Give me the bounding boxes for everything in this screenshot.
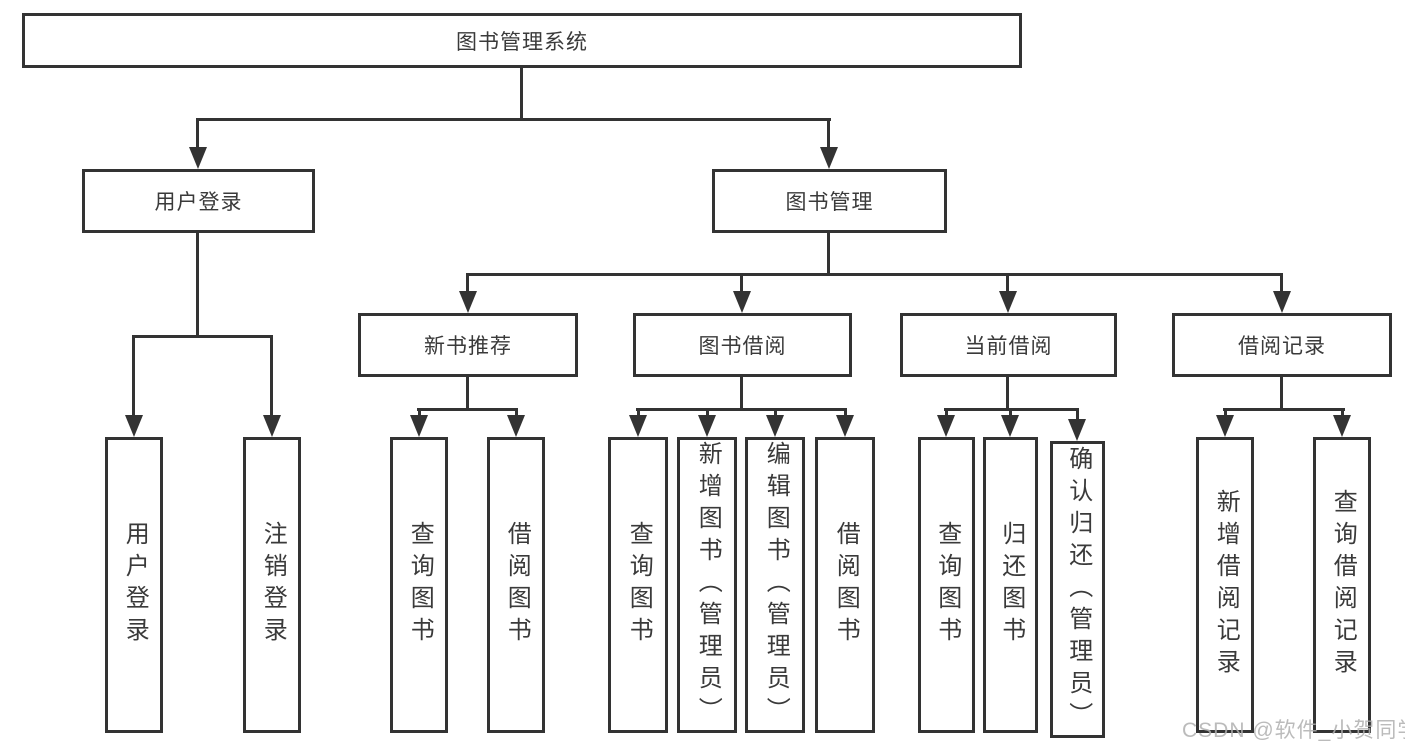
connector-stem <box>740 377 743 411</box>
connector-user-login-branch <box>132 335 273 338</box>
leaf-borrow-book-label: 借阅图书 <box>832 521 860 649</box>
arrow-down-icon <box>999 291 1017 313</box>
connector-arrow-stem <box>637 408 640 418</box>
arrow-down-icon <box>1068 419 1086 441</box>
leaf-newbook-borrow-label: 借阅图书 <box>503 521 531 649</box>
leaf-borrow-edit-admin-label: 编辑图书（管理员） <box>762 441 790 729</box>
arrow-down-icon <box>1001 415 1019 437</box>
connector-arrow-stem <box>844 408 847 418</box>
leaf-current-query-label: 查询图书 <box>933 521 961 649</box>
node-current-borrow-label: 当前借阅 <box>964 335 1053 358</box>
arrow-down-icon <box>820 147 838 169</box>
leaf-current-confirm-admin-label: 确认归还（管理员） <box>1064 445 1092 734</box>
arrow-down-icon <box>459 291 477 313</box>
connector-stem <box>1006 377 1009 411</box>
arrow-down-icon <box>1333 415 1351 437</box>
node-current-borrow: 当前借阅 <box>900 313 1117 377</box>
connector-arrow-stem <box>1076 408 1079 422</box>
node-book-borrow-label: 图书借阅 <box>698 335 787 358</box>
connector-arrow-stem <box>1009 408 1012 418</box>
connector-arrow-stem <box>466 273 469 295</box>
arrow-down-icon <box>263 415 281 437</box>
connector-arrow-stem <box>1006 273 1009 295</box>
leaf-borrow-edit-admin: 编辑图书（管理员） <box>745 437 805 733</box>
node-user-login-label: 用户登录 <box>154 191 243 214</box>
connector-branch <box>1223 408 1345 411</box>
arrow-down-icon <box>937 415 955 437</box>
arrow-down-icon <box>733 291 751 313</box>
connector-arrow-stem <box>196 118 199 150</box>
leaf-current-query: 查询图书 <box>918 437 975 733</box>
connector-arrow-stem <box>1341 408 1344 418</box>
connector-arrow-stem <box>740 273 743 295</box>
arrow-down-icon <box>410 415 428 437</box>
leaf-user-login: 用户登录 <box>105 437 163 733</box>
node-borrow-record-label: 借阅记录 <box>1238 335 1326 358</box>
leaf-logout: 注销登录 <box>243 437 301 733</box>
leaf-borrow-book: 借阅图书 <box>815 437 875 733</box>
connector-user-login-stem <box>196 233 199 338</box>
connector-arrow-stem <box>827 118 830 150</box>
node-book-borrow: 图书借阅 <box>633 313 852 377</box>
leaf-borrow-add-admin-label: 新增图书（管理员） <box>694 441 722 729</box>
connector-level3-branch <box>466 273 1283 276</box>
arrow-down-icon <box>1216 415 1234 437</box>
arrow-down-icon <box>698 415 716 437</box>
connector-stem <box>466 377 469 411</box>
leaf-user-login-label: 用户登录 <box>121 521 149 649</box>
connector-arrow-stem <box>774 408 777 418</box>
connector-arrow-stem <box>132 335 135 418</box>
leaf-newbook-borrow: 借阅图书 <box>487 437 545 733</box>
node-new-book-recommend-label: 新书推荐 <box>424 335 512 358</box>
leaf-current-return-label: 归还图书 <box>997 521 1025 649</box>
node-user-login: 用户登录 <box>82 169 315 233</box>
leaf-record-query: 查询借阅记录 <box>1313 437 1371 733</box>
leaf-newbook-query-label: 查询图书 <box>406 521 434 649</box>
leaf-record-query-label: 查询借阅记录 <box>1329 489 1357 681</box>
connector-arrow-stem <box>945 408 948 418</box>
connector-branch <box>417 408 518 411</box>
leaf-current-confirm-admin: 确认归还（管理员） <box>1050 441 1105 738</box>
connector-arrow-stem <box>418 408 421 418</box>
leaf-borrow-add-admin: 新增图书（管理员） <box>677 437 737 733</box>
leaf-record-add-label: 新增借阅记录 <box>1212 489 1240 681</box>
node-new-book-recommend: 新书推荐 <box>358 313 578 377</box>
connector-level2-branch <box>197 118 831 121</box>
leaf-borrow-query: 查询图书 <box>608 437 668 733</box>
arrow-down-icon <box>507 415 525 437</box>
connector-branch <box>636 408 847 411</box>
connector-arrow-stem <box>515 408 518 418</box>
connector-arrow-stem <box>706 408 709 418</box>
arrow-down-icon <box>629 415 647 437</box>
connector-arrow-stem <box>1224 408 1227 418</box>
node-book-management-label: 图书管理 <box>785 191 874 214</box>
connector-arrow-stem <box>270 335 273 418</box>
connector-stem <box>1280 377 1283 411</box>
arrow-down-icon <box>189 147 207 169</box>
node-root-label: 图书管理系统 <box>456 30 588 54</box>
leaf-borrow-query-label: 查询图书 <box>625 521 653 649</box>
leaf-logout-label: 注销登录 <box>259 521 287 649</box>
csdn-watermark: CSDN @软件_小贺同学 <box>1182 719 1405 742</box>
arrow-down-icon <box>125 415 143 437</box>
leaf-record-add: 新增借阅记录 <box>1196 437 1254 733</box>
leaf-newbook-query: 查询图书 <box>390 437 448 733</box>
connector-root-stem <box>520 68 523 121</box>
arrow-down-icon <box>836 415 854 437</box>
node-book-management: 图书管理 <box>712 169 947 233</box>
leaf-current-return: 归还图书 <box>983 437 1038 733</box>
connector-arrow-stem <box>1280 273 1283 295</box>
node-root: 图书管理系统 <box>22 13 1022 68</box>
arrow-down-icon <box>766 415 784 437</box>
node-borrow-record: 借阅记录 <box>1172 313 1392 377</box>
arrow-down-icon <box>1273 291 1291 313</box>
connector-book-mgmt-stem <box>827 233 830 276</box>
